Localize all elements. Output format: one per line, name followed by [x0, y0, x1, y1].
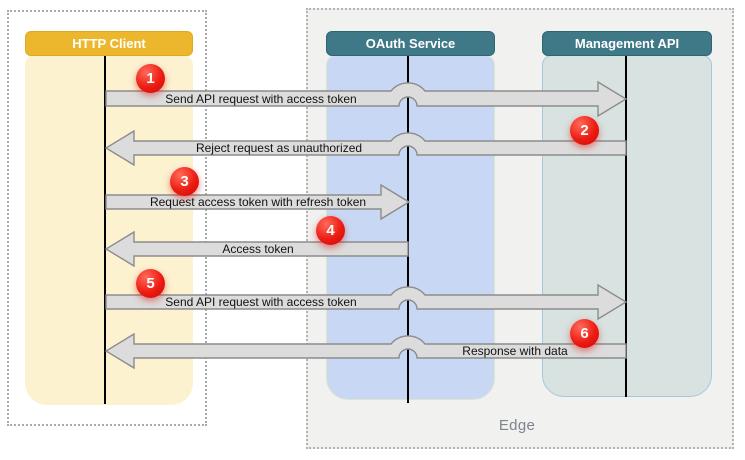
step-badge-6: 6: [570, 319, 599, 348]
step-badge-4: 4: [316, 216, 345, 245]
message-label-4: Access token: [222, 242, 294, 256]
management-api-lane: [542, 55, 712, 397]
step-badge-3: 3: [170, 167, 199, 196]
arrow-2-left: [104, 129, 627, 167]
http-client-lifeline: [104, 56, 106, 404]
step-badge-5: 5: [136, 269, 165, 298]
actor-label-oauth-service: OAuth Service: [365, 36, 456, 51]
oauth-service-lifeline: [407, 56, 409, 403]
actor-header-management-api: Management API: [542, 31, 712, 56]
arrow-3-right: [105, 183, 411, 221]
arrow-5-right: [105, 283, 628, 321]
actor-label-http-client: HTTP Client: [72, 36, 146, 51]
message-label-1: Send API request with access token: [165, 92, 357, 106]
message-label-5: Send API request with access token: [165, 295, 357, 309]
arrow-1-right: [105, 80, 628, 118]
arrow-6-left: [104, 332, 627, 370]
actor-label-management-api: Management API: [574, 36, 680, 51]
management-api-lifeline: [625, 56, 627, 397]
actor-header-http-client: HTTP Client: [25, 31, 193, 56]
message-label-3: Request access token with refresh token: [149, 195, 367, 209]
actor-header-oauth-service: OAuth Service: [326, 31, 495, 56]
message-label-2: Reject request as unauthorized: [195, 141, 363, 155]
step-badge-1: 1: [136, 64, 165, 93]
message-label-6: Response with data: [462, 344, 568, 358]
arrow-4-left: [104, 230, 409, 268]
edge-group-label: Edge: [498, 417, 536, 434]
step-badge-2: 2: [570, 116, 599, 145]
